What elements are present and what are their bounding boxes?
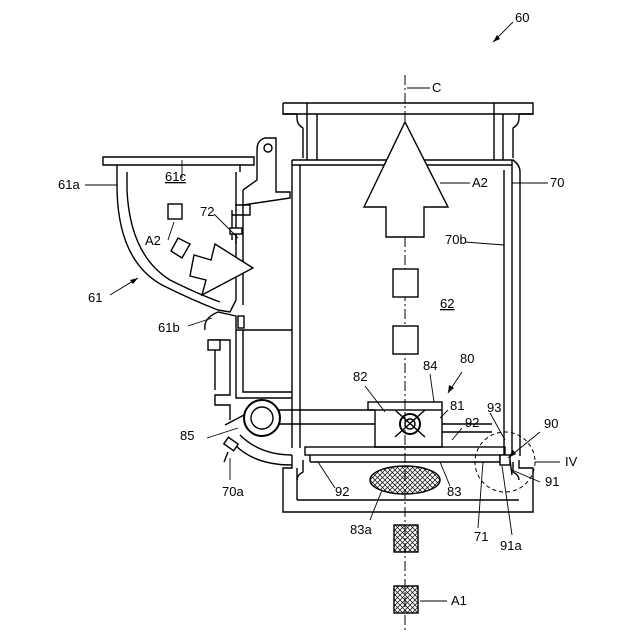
label-61a: 61a	[58, 177, 80, 192]
flow-marker-square	[393, 269, 418, 297]
label-90: 90	[544, 416, 558, 431]
label-a2-right: A2	[472, 175, 488, 190]
label-92-lower: 92	[335, 484, 349, 499]
flow-marker-square	[393, 326, 418, 354]
label-84: 84	[423, 358, 437, 373]
label-72: 72	[200, 204, 214, 219]
flow-marker-small	[168, 204, 182, 219]
label-figure-ref: 60	[515, 10, 529, 25]
label-iv: IV	[565, 454, 578, 469]
label-a1: A1	[451, 593, 467, 608]
label-91a: 91a	[500, 538, 522, 553]
label-71: 71	[474, 529, 488, 544]
label-91: 91	[545, 474, 559, 489]
flow-marker-tilted	[171, 238, 190, 258]
valve-80	[305, 402, 512, 494]
label-83a: 83a	[350, 522, 372, 537]
flow-arrow-a2-main	[364, 122, 448, 237]
flow-marker-hatched	[394, 525, 418, 552]
label-70: 70	[550, 175, 564, 190]
label-a2-left: A2	[145, 233, 161, 248]
label-62: 62	[440, 296, 454, 311]
label-93: 93	[487, 400, 501, 415]
label-83: 83	[447, 484, 461, 499]
flow-marker-hatched	[394, 586, 418, 613]
label-c: C	[432, 80, 441, 95]
label-61: 61	[88, 290, 102, 305]
reference-labels: 60 C 70 A2 70b 62 61a 61c 72 A2 61 61b 8…	[58, 10, 578, 608]
label-81: 81	[450, 398, 464, 413]
label-80: 80	[460, 351, 474, 366]
label-70a: 70a	[222, 484, 244, 499]
bracket-72	[230, 205, 250, 244]
duct-61	[103, 138, 292, 330]
leader-lines	[85, 22, 560, 601]
label-82: 82	[353, 369, 367, 384]
label-92-upper: 92	[465, 415, 479, 430]
label-70b: 70b	[445, 232, 467, 247]
label-61c: 61c	[165, 169, 186, 184]
label-85: 85	[180, 428, 194, 443]
label-61b: 61b	[158, 320, 180, 335]
